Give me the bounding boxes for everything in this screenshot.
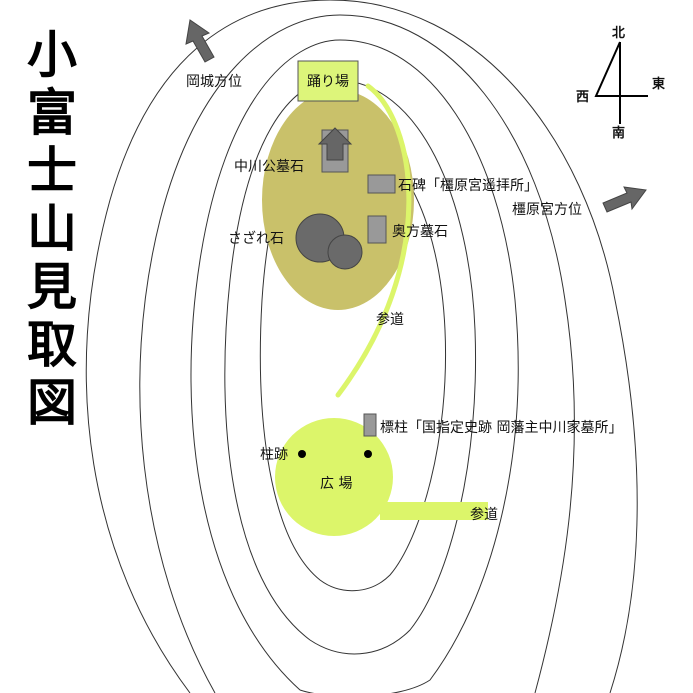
okajo-label: 岡城方位	[186, 74, 242, 90]
nakagawa-tomb-label: 中川公墓石	[234, 159, 304, 175]
odoriba-box	[297, 60, 359, 102]
sando-lower-label: 参道	[470, 506, 498, 523]
marker-label: 標柱「国指定史跡 岡藩主中川家墓所」	[380, 419, 622, 436]
pillar-label: 柱跡	[260, 447, 288, 463]
oku-tomb-stone	[367, 215, 387, 244]
contour-line-outer	[85, 0, 638, 693]
pillar-mark-left	[298, 450, 306, 458]
stone-monument	[367, 174, 396, 194]
title-char: 山	[27, 199, 77, 258]
plaza-area	[275, 418, 393, 536]
compass-east: 東	[652, 76, 665, 92]
contour-line-4	[224, 79, 477, 655]
pillar-mark-right	[364, 450, 372, 458]
title-char: 見	[27, 257, 77, 316]
plaza-label: 広 場	[320, 476, 352, 492]
compass-north: 北	[612, 26, 625, 41]
compass: 北 東 南 西	[576, 26, 665, 141]
odoriba-label: 踊り場	[307, 74, 349, 90]
sazare-stone-small	[327, 234, 363, 270]
title-char: 取	[27, 315, 77, 374]
marker-post	[363, 413, 377, 437]
sando-upper-path	[335, 83, 412, 398]
sazare-label: さざれ石	[228, 230, 284, 247]
sando-upper-label: 参道	[376, 311, 404, 328]
nakagawa-tomb-arrow-icon	[317, 127, 353, 161]
sando-lower-path	[380, 502, 488, 520]
title-char: 士	[27, 141, 77, 200]
compass-arrow-icon	[594, 41, 648, 124]
stone-monument-label: 石碑「橿原宮遥拝所」	[398, 178, 538, 194]
compass-west: 西	[576, 90, 589, 105]
title-char: 富	[27, 83, 77, 142]
summit-area	[262, 90, 414, 310]
contour-line-3	[190, 39, 519, 693]
oku-tomb-label: 奥方墓石	[392, 223, 448, 240]
compass-south: 南	[612, 125, 625, 141]
title-char: 図	[27, 373, 77, 432]
kashihara-label: 橿原宮方位	[512, 202, 582, 218]
okajo-arrow-icon	[185, 19, 215, 63]
title-char: 小	[27, 25, 77, 84]
contour-line-2	[139, 14, 575, 693]
kashihara-arrow-icon	[602, 186, 647, 213]
